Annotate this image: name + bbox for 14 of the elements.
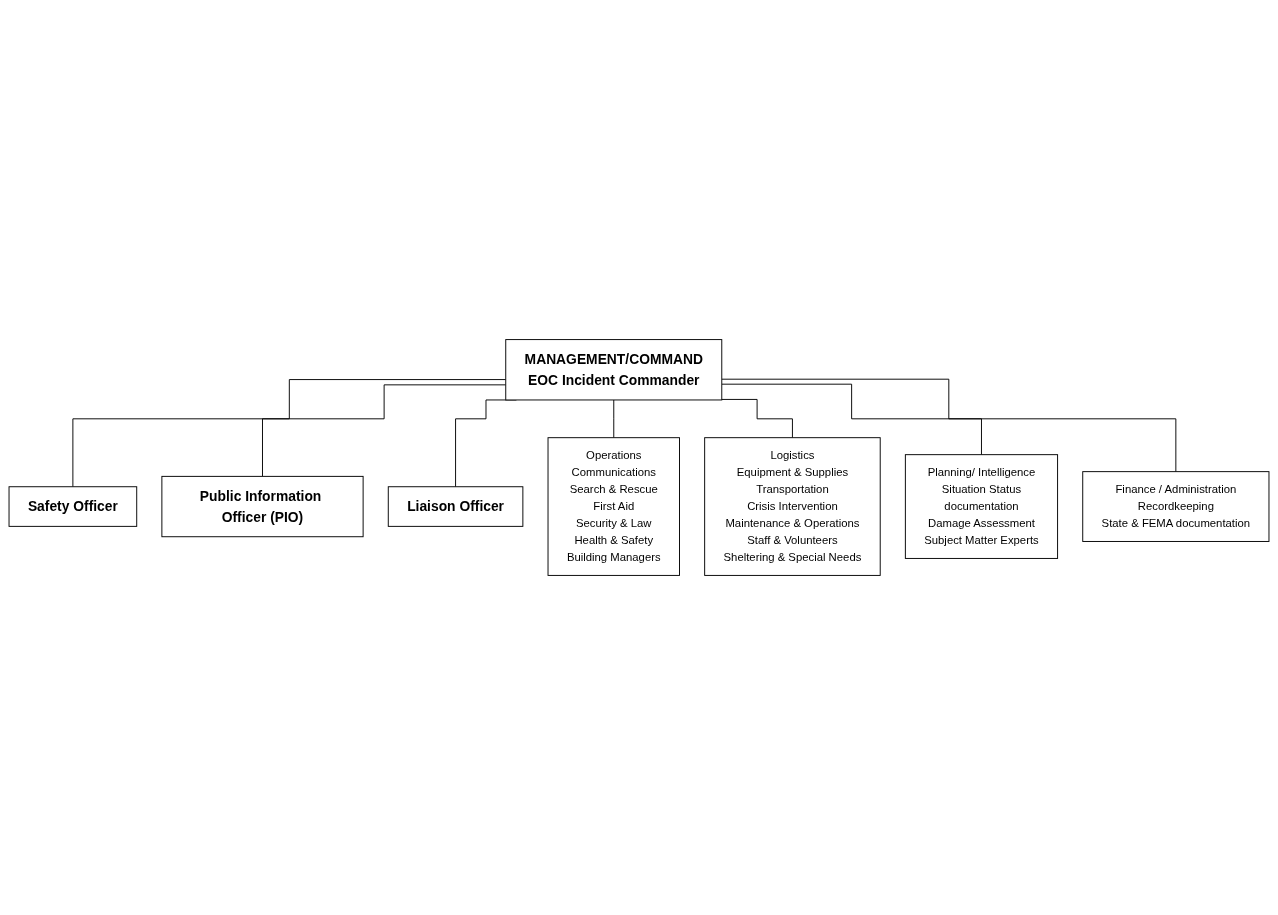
connector [613, 399, 615, 439]
connector [721, 378, 1177, 473]
connector [721, 383, 982, 456]
connector [262, 384, 507, 477]
node-box: Planning/ Intelligence Situation Status documentation Damage Assessment Subject Matter Experts [904, 454, 1059, 559]
connector [721, 398, 793, 439]
node-box: Logistics Equipment & Supplies Transportation Crisis Intervention Maintenance & Operations Staff & Volunteers Sheltering & Special Needs [704, 437, 881, 576]
node-box: Safety Officer [8, 486, 138, 527]
node-box: Operations Communications Search & Rescue First Aid Security & Law Health & Safety Building Managers [547, 437, 680, 576]
connector [72, 379, 507, 488]
node-box: MANAGEMENT/COMMAND EOC Incident Commander [505, 339, 723, 401]
node-box: Liaison Officer [387, 486, 524, 527]
node-box: Finance / Administration Recordkeeping State & FEMA documentation [1082, 471, 1270, 542]
node-box: Public Information Officer (PIO) [161, 475, 364, 538]
